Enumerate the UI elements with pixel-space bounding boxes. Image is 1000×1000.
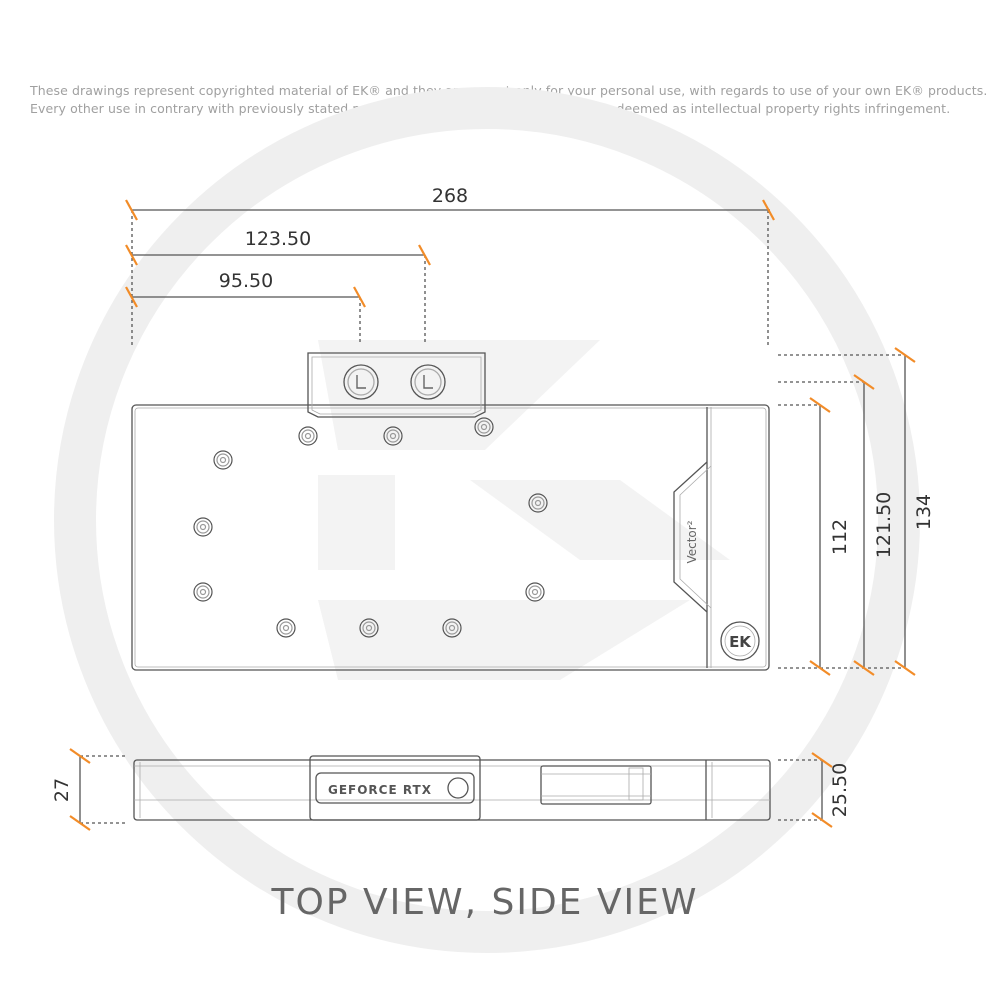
right-dimension-ticks <box>809 347 916 676</box>
dim-width-port1: 95.50 <box>219 270 273 292</box>
screw-icon <box>213 450 233 470</box>
view-title: TOP VIEW, SIDE VIEW <box>271 882 699 923</box>
screw-icon <box>383 426 403 446</box>
port-2-icon <box>410 364 446 400</box>
screw-icon <box>298 426 318 446</box>
geforce-label: GEFORCE RTX <box>328 783 432 797</box>
vector-label: Vector² <box>685 520 699 563</box>
ek-watermark <box>54 87 920 953</box>
side-dimension-ticks <box>69 748 833 831</box>
dim-width-port2: 123.50 <box>245 228 311 250</box>
screw-icon <box>193 582 213 602</box>
top-view <box>131 352 770 671</box>
side-view <box>133 755 771 821</box>
dim-height-main: 112 <box>829 519 851 555</box>
side-dimensions <box>79 755 823 824</box>
screw-icon <box>276 618 296 638</box>
screw-icon <box>193 517 213 537</box>
dim-side-thickness: 27 <box>51 778 73 802</box>
dim-side-block: 25.50 <box>829 763 851 817</box>
dim-width-total: 268 <box>432 185 468 207</box>
ek-logo-icon: EK <box>720 621 760 661</box>
top-dimension-ticks <box>125 199 775 308</box>
port-1-icon <box>343 364 379 400</box>
screw-icon <box>525 582 545 602</box>
dim-height-total: 134 <box>913 494 935 530</box>
screw-icon <box>528 493 548 513</box>
dim-height-mid: 121.50 <box>873 492 895 558</box>
svg-text:EK: EK <box>729 633 752 651</box>
waterblock-body <box>131 404 770 671</box>
mounting-screws <box>193 417 548 638</box>
terminal-block <box>307 352 486 418</box>
screw-icon <box>442 618 462 638</box>
screw-icon <box>359 618 379 638</box>
side-ek-logo-icon <box>447 777 469 799</box>
vector-plate <box>673 461 708 613</box>
screw-icon <box>474 417 494 437</box>
top-dimensions <box>131 209 770 345</box>
right-dimensions <box>778 354 906 669</box>
ports <box>343 364 446 400</box>
